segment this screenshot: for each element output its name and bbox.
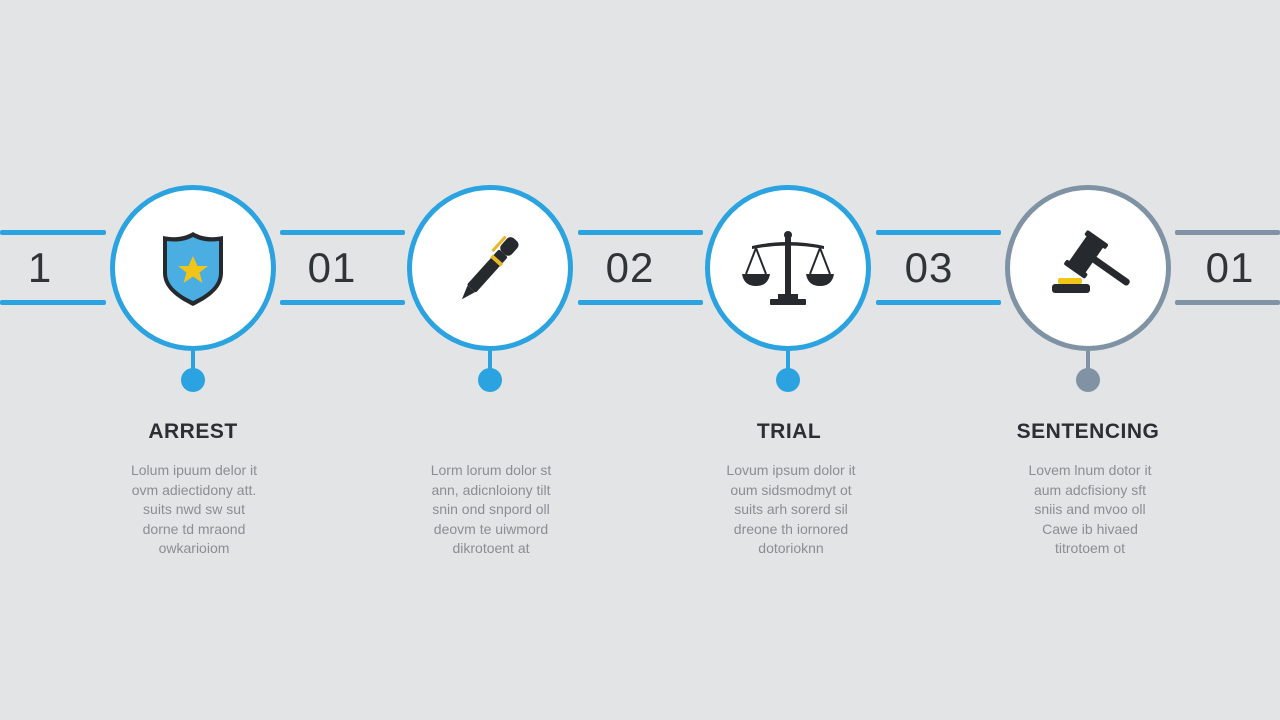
step-description-line: titrotoem ot (1054, 540, 1126, 556)
step-dot (181, 368, 205, 392)
step-description-line: snin ond snpord oll (432, 501, 550, 517)
connector-number: 02 (605, 244, 655, 291)
step-description: Lovum ipsum dolor it oum sidsmodmyt ot s… (691, 461, 891, 559)
step-description-line: Cawe ib hivaed (1042, 520, 1138, 537)
step-dot (776, 368, 800, 392)
step-description-line: suits arh sorerd sil (734, 501, 848, 517)
connector-line (876, 300, 1001, 305)
connector-number: 01 (307, 244, 357, 291)
step-description-line: suits nwd sw sut (143, 501, 245, 517)
connector-line (578, 230, 703, 235)
step-title: ARREST (148, 420, 238, 443)
step-description: Lovem lnum dotor it aum adcfisiony sft s… (990, 461, 1190, 559)
step-description-line: oum sidsmodmyt ot (730, 481, 852, 498)
connector-line (280, 300, 405, 305)
step-dot (1076, 368, 1100, 392)
step-stem (191, 351, 195, 371)
scales-of-justice-icon (742, 231, 834, 305)
step-description-line: Lolum ipuum delor it (130, 462, 258, 478)
step-description-line: dreone th iornored (733, 520, 849, 537)
step-stem (488, 351, 492, 371)
connector-line (1175, 300, 1280, 305)
step-node-trial (705, 185, 871, 351)
step-node-arrest (110, 185, 276, 351)
step-description-line: dikrotoent at (452, 540, 530, 556)
step-stem (1086, 351, 1090, 371)
step-description-line: dorne td mraond (142, 520, 246, 537)
gavel-icon (1052, 230, 1130, 293)
connector-number: 01 (1205, 244, 1255, 291)
step-node-sentencing (1005, 185, 1171, 351)
step-stem (786, 351, 790, 371)
step-description-line: dotorioknn (758, 540, 824, 556)
step-node-filing (407, 185, 573, 351)
step-description-line: Lovem lnum dotor it (1028, 462, 1152, 478)
step-description-line: deovm te uiwmord (433, 520, 549, 537)
step-description-line: sniis and mvoo oll (1034, 501, 1146, 517)
step-title: TRIAL (756, 420, 822, 443)
step-description-line: ann, adicnloiony tilt (431, 481, 551, 498)
step-description: Lorm lorum dolor st ann, adicnloiony til… (391, 461, 591, 559)
step-description-line: ovm adiectidony att. (131, 481, 257, 498)
step-title: SENTENCING (1016, 420, 1160, 443)
connector-line (0, 230, 106, 235)
step-description-line: owkarioiom (158, 540, 230, 556)
connector-line (280, 230, 405, 235)
pen-icon (461, 235, 519, 300)
step-description-line: Lovum ipsum dolor it (726, 462, 856, 478)
connector-line (876, 230, 1001, 235)
connector-number: 1 (27, 244, 53, 291)
connector-line (0, 300, 106, 305)
connector-line (1175, 230, 1280, 235)
connector-number: 03 (904, 244, 954, 291)
step-description: Lolum ipuum delor it ovm adiectidony att… (94, 461, 294, 559)
step-description-line: Lorm lorum dolor st (430, 462, 552, 478)
step-description-line: aum adcfisiony sft (1033, 481, 1147, 498)
connector-line (578, 300, 703, 305)
step-dot (478, 368, 502, 392)
police-badge-icon (163, 232, 223, 306)
